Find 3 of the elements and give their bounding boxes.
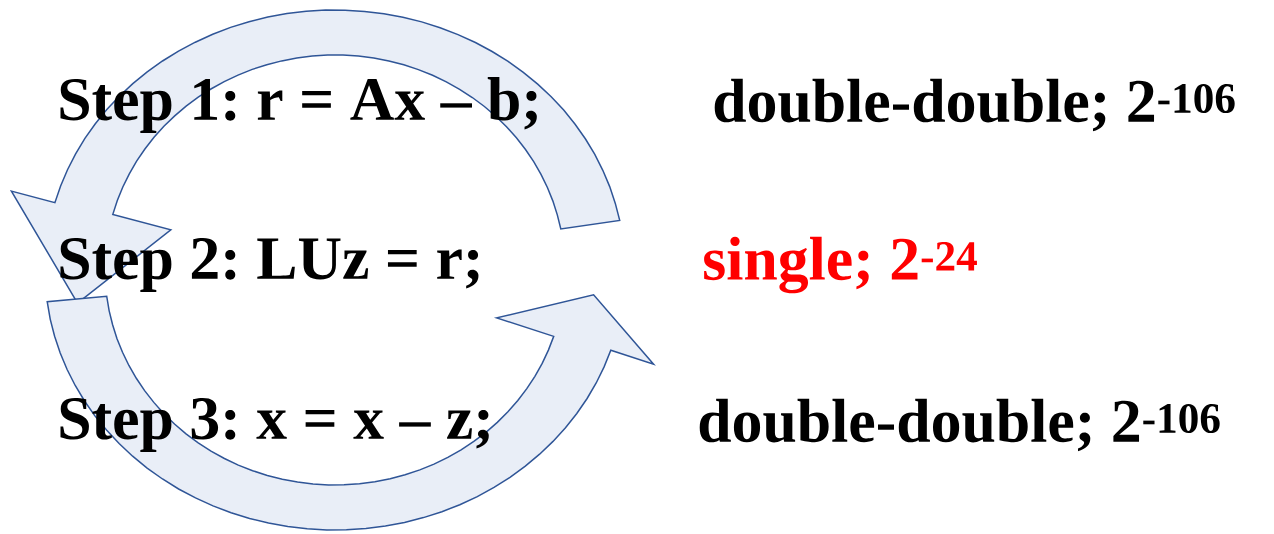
precision-text: single; 2$^{-24}$ bbox=[704, 236, 977, 294]
precision-text: double-double; 2$^{-106}$ bbox=[714, 78, 1235, 132]
precision-text: double-double; 2$^{-106}$ bbox=[699, 398, 1220, 452]
